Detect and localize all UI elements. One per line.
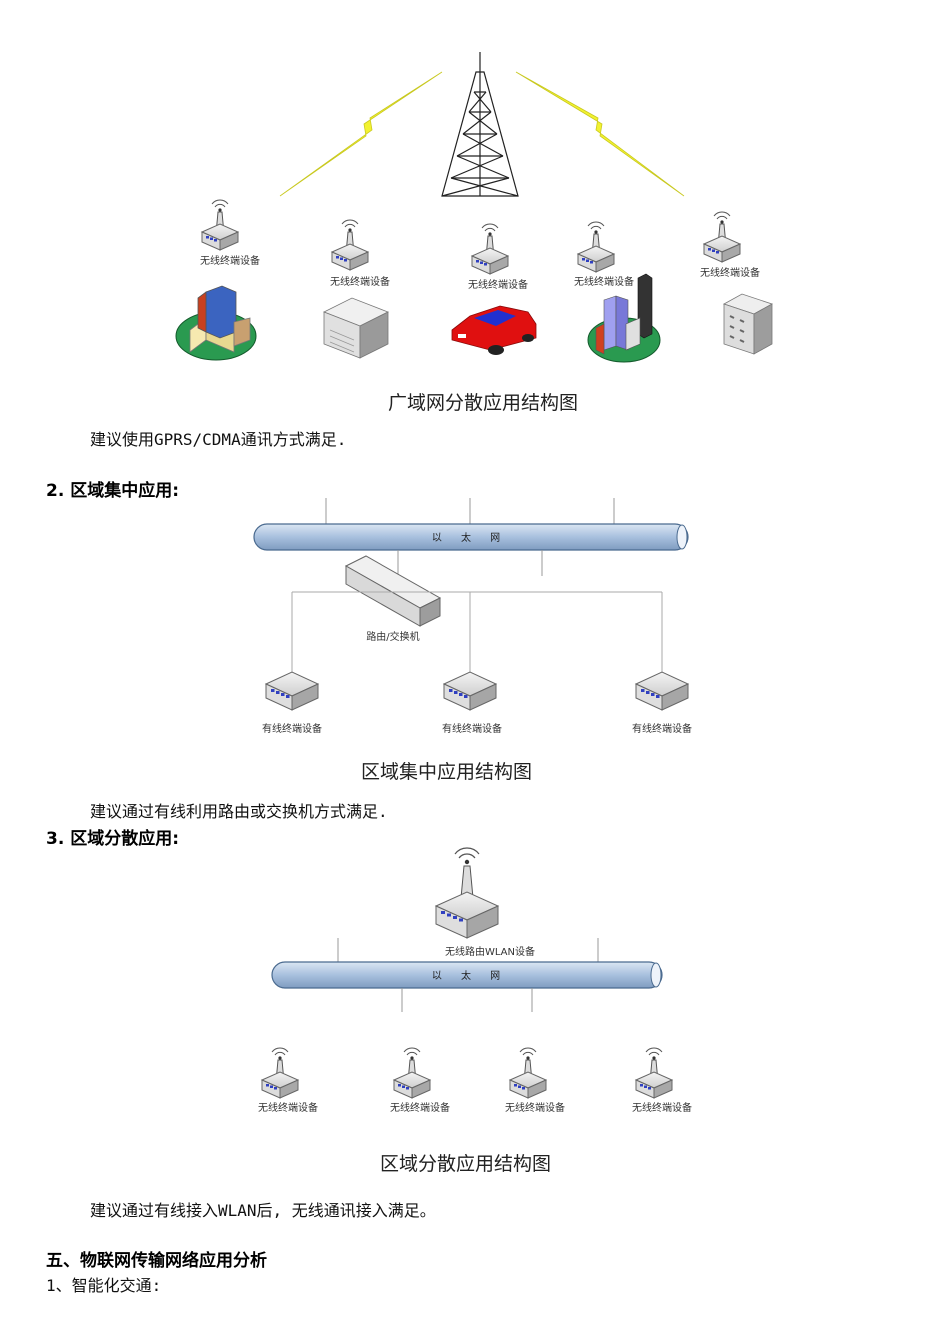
wan-wireless-device-icon-4 [577,221,615,273]
wan-wireless-device-icon-3 [471,223,509,275]
wired-device-icon-2 [443,671,497,711]
wired-device-label-3: 有线终端设备 [632,722,692,735]
ethernet-bus-label-2: 以 太 网 [432,969,508,982]
ethernet-bus-2 [271,938,663,1012]
wan-wireless-device-icon-5 [703,211,741,263]
section-2-heading: 2. 区域集中应用: [46,481,180,501]
distributed-recommendation: 建议通过有线接入WLAN后, 无线通讯接入满足。 [90,1201,436,1220]
lan-wireless-device-icon-1 [261,1047,299,1099]
centralized-figure-caption: 区域集中应用结构图 [361,761,533,783]
wan-device-label-2: 无线终端设备 [330,275,390,288]
wan-wireless-device-icon-1 [201,199,239,251]
section-5-item-1: 1、智能化交通: [46,1276,162,1295]
wired-device-icon-1 [265,671,319,711]
lan-wireless-device-label-3: 无线终端设备 [505,1101,565,1114]
house-island-icon [175,285,257,361]
wired-links [291,591,663,672]
lightning-left-icon [279,71,443,197]
section-3-heading: 3. 区域分散应用: [46,829,180,849]
ethernet-bus-label-1: 以 太 网 [432,531,508,544]
lan-wireless-device-icon-4 [635,1047,673,1099]
lan-wireless-device-label-1: 无线终端设备 [258,1101,318,1114]
lan-wireless-device-label-2: 无线终端设备 [390,1101,450,1114]
centralized-recommendation: 建议通过有线利用路由或交换机方式满足. [90,802,388,821]
lan-wireless-device-icon-2 [393,1047,431,1099]
wan-wireless-device-icon-2 [331,219,369,271]
lan-wireless-device-icon-3 [509,1047,547,1099]
wired-device-label-2: 有线终端设备 [442,722,502,735]
router-switch-icon [344,555,442,627]
lan-wireless-device-label-4: 无线终端设备 [632,1101,692,1114]
wlan-router-label: 无线路由WLAN设备 [445,945,535,958]
wan-device-label-4: 无线终端设备 [574,275,634,288]
wan-device-label-5: 无线终端设备 [700,266,760,279]
wired-device-label-1: 有线终端设备 [262,722,322,735]
ethernet-bus-1 [253,498,689,576]
wan-figure-caption: 广域网分散应用结构图 [388,392,579,414]
wan-tower-icon [441,52,519,197]
wan-device-label-1: 无线终端设备 [200,254,260,267]
office-building-icon [723,293,773,355]
wan-device-label-3: 无线终端设备 [468,278,528,291]
distributed-figure-caption: 区域分散应用结构图 [380,1153,552,1175]
section-5-heading: 五、物联网传输网络应用分析 [46,1251,267,1271]
wan-recommendation: 建议使用GPRS/CDMA通讯方式满足. [90,430,347,449]
car-icon [451,305,537,355]
lightning-right-icon [515,71,685,197]
router-switch-label: 路由/交换机 [366,630,419,643]
wlan-router-icon [434,847,500,939]
city-island-icon [587,273,661,363]
server-building-icon [323,297,389,359]
wired-device-icon-3 [635,671,689,711]
